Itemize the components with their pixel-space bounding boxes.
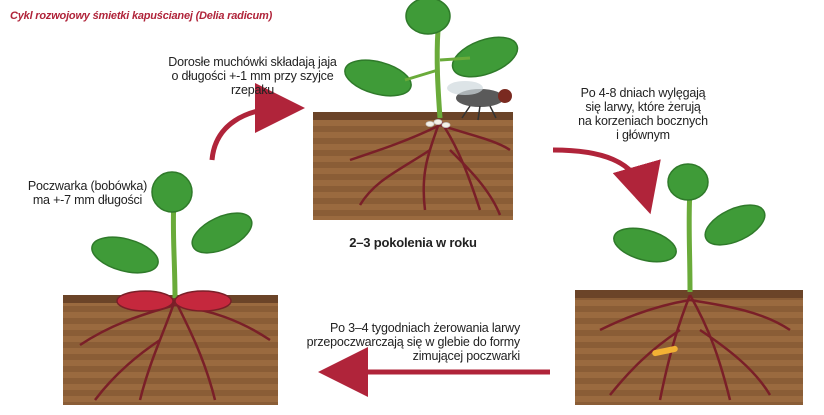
page-title: Cykl rozwojowy śmietki kapuścianej (Deli… — [10, 10, 273, 22]
fly-icon — [447, 81, 512, 121]
egg-stage-caption: Dorosłe muchówki składają jaja o długośc… — [168, 55, 337, 97]
plant-icon — [344, 0, 519, 119]
pupation-caption: Po 3–4 tygodniach żerowania larwy przepo… — [306, 321, 521, 363]
panel-larva-stage — [575, 163, 803, 405]
pupa-stage-caption: Poczwarka (bobówka) ma +-7 mm długości — [27, 179, 148, 207]
cycle-arrow-icon — [209, 83, 661, 397]
egg-icon — [425, 119, 451, 128]
larva-stage-caption: Po 4-8 dniach wylęgają się larwy, które … — [578, 86, 708, 142]
generations-label: 2–3 pokolenia w roku — [349, 235, 477, 250]
plant-icon — [91, 171, 253, 299]
plant-icon — [613, 163, 766, 293]
panel-pupa-stage — [63, 171, 278, 405]
pupa-icon — [116, 290, 232, 312]
larva-icon — [652, 345, 678, 357]
roots — [599, 294, 791, 401]
panel-egg-stage — [313, 0, 519, 220]
